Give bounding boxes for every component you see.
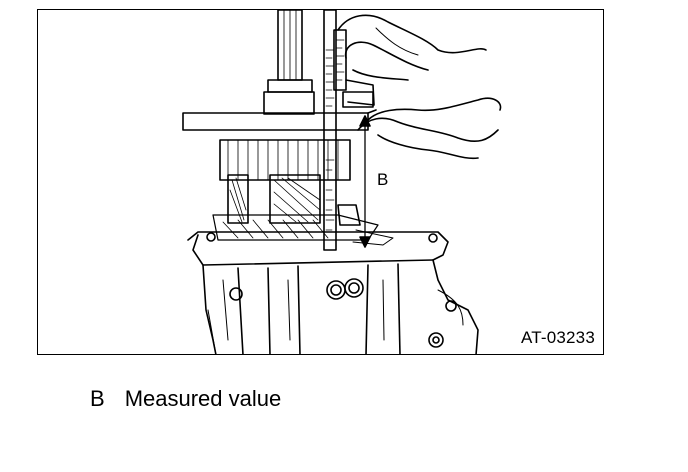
legend-key: B (90, 386, 105, 411)
measurement-illustration (182, 10, 502, 354)
legend-text: Measured value (124, 386, 282, 411)
straight-edge (182, 109, 377, 131)
hands (337, 14, 502, 160)
callout-letter-b: B (377, 170, 389, 189)
depth-gauge (323, 10, 375, 251)
figure-id-label: AT-03233 (520, 328, 595, 347)
dimension-arrow-b (359, 115, 371, 248)
figure-frame: B AT-03233 (37, 9, 604, 355)
legend-row: B Measured value (90, 386, 281, 412)
transmission-case (187, 231, 479, 354)
gear-assembly (212, 10, 394, 246)
